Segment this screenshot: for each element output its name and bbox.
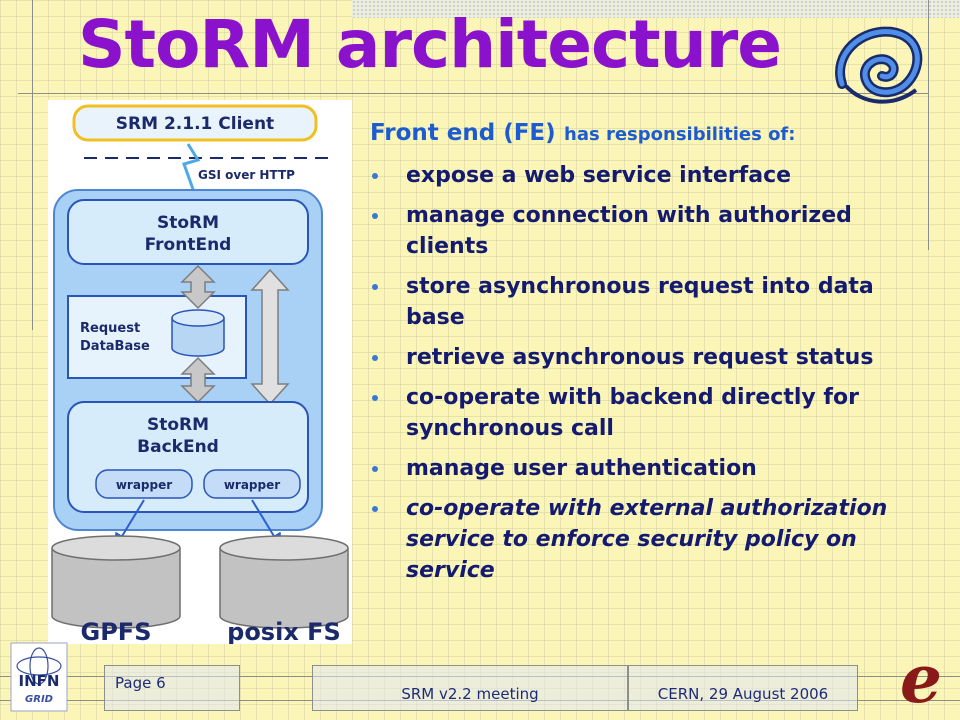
storm-swirl-logo (835, 26, 923, 104)
grid-text: GRID (25, 694, 53, 705)
heading-sub: has responsibilities of: (564, 124, 796, 145)
footer-date-box: CERN, 29 August 2006 (628, 665, 858, 711)
date-label: CERN, 29 August 2006 (657, 685, 829, 703)
list-item: co-operate with backend directly for syn… (370, 382, 930, 444)
footer-meeting-box: SRM v2.2 meeting (312, 665, 628, 711)
bullet-dot-icon (372, 213, 378, 219)
client-box: SRM 2.1.1 Client (72, 104, 318, 142)
meeting-label: SRM v2.2 meeting (401, 685, 539, 703)
frame-line (928, 0, 929, 250)
wrapper-label: wrapper (224, 478, 280, 492)
dotted-header-band (352, 0, 960, 18)
e-letter: e (900, 646, 942, 712)
slide-title: StoRM architecture (78, 6, 782, 83)
list-item: manage user authentication (370, 453, 930, 484)
heading-main: Front end (FE) (370, 120, 556, 146)
bullet-dot-icon (372, 173, 378, 179)
responsibility-list: expose a web service interface manage co… (370, 160, 930, 595)
database-cylinder-icon (171, 309, 225, 357)
wrapper-box: wrapper (95, 469, 193, 499)
list-item: manage connection with authorized client… (370, 200, 930, 262)
bullet-dot-icon (372, 284, 378, 290)
bullet-dot-icon (372, 395, 378, 401)
bullet-dot-icon (372, 466, 378, 472)
list-item-text: manage connection with authorized client… (406, 203, 852, 259)
list-item: store asynchronous request into data bas… (370, 271, 930, 333)
database-label-line1: Request (80, 321, 140, 336)
database-label-line2: DataBase (80, 339, 150, 354)
list-item-text: store asynchronous request into data bas… (406, 274, 874, 330)
list-item: co-operate with external authorization s… (370, 493, 930, 586)
frame-line (18, 93, 928, 94)
wrapper-label: wrapper (116, 478, 172, 492)
list-item-text: co-operate with external authorization s… (406, 496, 888, 583)
infn-text: INFN (19, 672, 60, 690)
e-letter-logo: e (900, 646, 942, 712)
list-item: expose a web service interface (370, 160, 930, 191)
list-item-text: retrieve asynchronous request status (406, 345, 874, 370)
list-item-text: co-operate with backend directly for syn… (406, 385, 859, 441)
page-number: Page 6 (115, 674, 166, 692)
storage-label: GPFS (81, 618, 152, 644)
bullet-dot-icon (372, 506, 378, 512)
client-label: SRM 2.1.1 Client (116, 114, 274, 134)
storage-cylinder-icon (219, 535, 349, 629)
infn-grid-logo: INFN GRID (10, 642, 68, 712)
storage-cylinder-icon (51, 535, 181, 629)
backend-label-line1: StoRM (147, 415, 209, 435)
frontend-box: StoRM FrontEnd (67, 199, 309, 265)
frontend-label-line1: StoRM (157, 213, 219, 233)
storage-label: posix FS (227, 618, 341, 644)
list-item: retrieve asynchronous request status (370, 342, 930, 373)
bullet-dot-icon (372, 355, 378, 361)
storm-architecture-diagram: SRM 2.1.1 Client GSI over HTTP StoRM Fro… (48, 100, 352, 644)
list-item-text: expose a web service interface (406, 163, 792, 188)
lightning-connector-icon (182, 143, 201, 193)
section-heading: Front end (FE) has responsibilities of: (370, 118, 795, 146)
protocol-label: GSI over HTTP (198, 168, 295, 182)
database-box: Request DataBase (67, 295, 247, 379)
wrapper-box: wrapper (203, 469, 301, 499)
bidirectional-arrow-icon (180, 264, 216, 310)
frontend-label-line2: FrontEnd (145, 235, 232, 255)
list-item-text: manage user authentication (406, 456, 757, 481)
footer-page-box: Page 6 (104, 665, 240, 711)
backend-label-line2: BackEnd (137, 437, 219, 457)
frame-line (32, 0, 33, 330)
